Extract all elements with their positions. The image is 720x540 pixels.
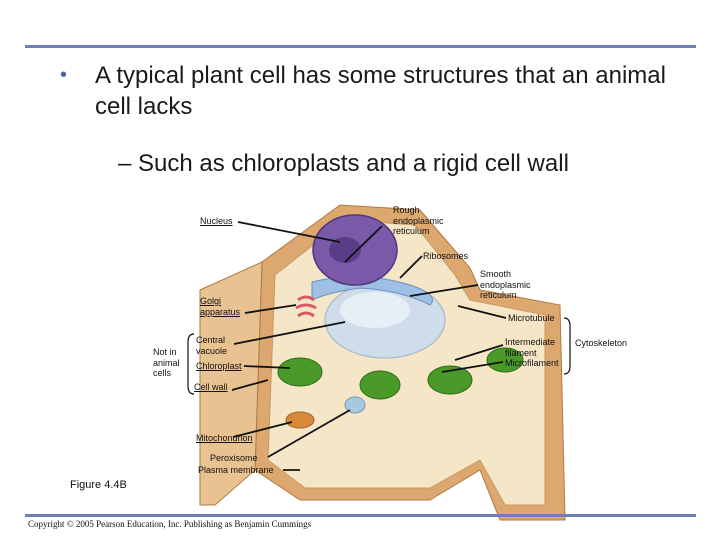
- label-microfilament: Microfilament: [505, 358, 559, 368]
- label-chloroplast: Chloroplast: [196, 361, 242, 371]
- neighbor-cell-shape: [199, 261, 263, 506]
- label-peroxisome: Peroxisome: [210, 453, 258, 463]
- chloroplast-shape-2: [359, 370, 401, 400]
- label-rough-er: Rough endoplasmic reticulum: [393, 205, 444, 236]
- label-cell-wall: Cell wall: [194, 382, 228, 392]
- chloroplast-shape-1: [277, 357, 323, 387]
- copyright-text: Copyright © 2005 Pearson Education, Inc.…: [28, 519, 312, 529]
- label-mitochondrion: Mitochondrion: [196, 433, 253, 443]
- top-rule: [25, 45, 696, 48]
- label-intermediate-filament: Intermediate filament: [505, 337, 556, 358]
- mitochondrion-shape: [285, 411, 315, 429]
- vacuole-highlight: [340, 292, 410, 328]
- bullet-dot: •: [60, 64, 68, 86]
- main-bullet: • A typical plant cell has some structur…: [60, 60, 700, 122]
- cytoskeleton-bracket: [563, 317, 571, 375]
- bottom-rule: [25, 514, 696, 517]
- label-not-in-animal: Not in animal cells: [153, 347, 180, 378]
- label-cytoskeleton: Cytoskeleton: [575, 338, 628, 348]
- label-nucleus: Nucleus: [200, 216, 233, 226]
- golgi-shape: [295, 295, 317, 318]
- label-smooth-er: Smooth endoplasmic reticulum: [480, 269, 531, 300]
- label-microtubule: Microtubule: [508, 313, 555, 323]
- peroxisome-shape: [344, 396, 366, 414]
- chloroplast-shape-3: [427, 365, 473, 395]
- label-plasma-membrane: Plasma membrane: [198, 465, 274, 475]
- main-bullet-text: A typical plant cell has some structures…: [95, 62, 666, 120]
- label-ribosomes: Ribosomes: [423, 251, 469, 261]
- not-in-animal-bracket: [187, 333, 195, 395]
- chloroplast-shape-4: [486, 347, 524, 373]
- nucleolus-shape: [329, 237, 361, 263]
- sub-bullet-text: – Such as chloroplasts and a rigid cell …: [118, 150, 569, 177]
- label-central-vacuole: Central vacuole: [196, 335, 228, 356]
- figure-caption: Figure 4.4B: [70, 479, 127, 491]
- label-golgi: Golgi apparatus: [200, 296, 241, 317]
- pointer-lines: [231, 221, 507, 471]
